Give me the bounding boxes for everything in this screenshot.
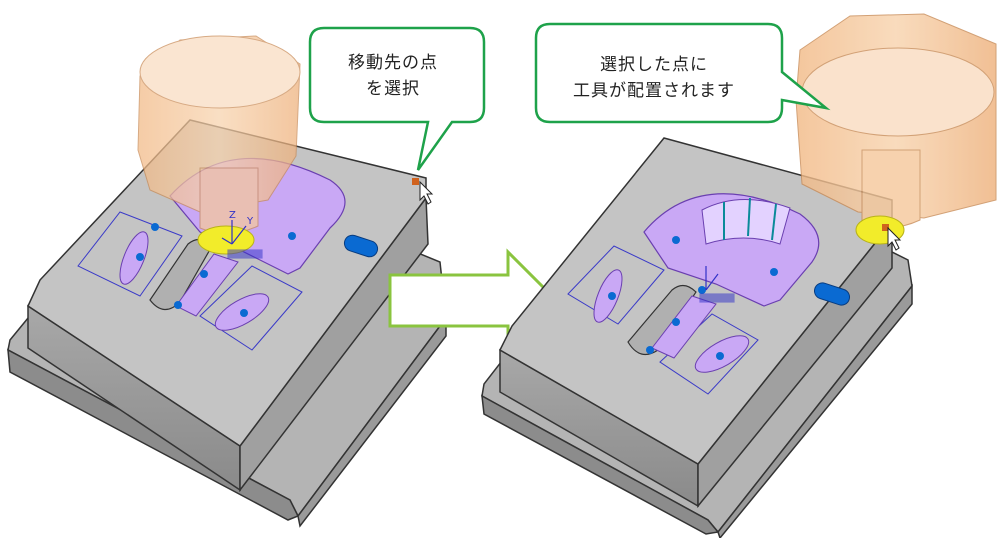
pin — [770, 268, 778, 276]
callout-before-text: 移動先の点 を選択 — [318, 50, 468, 102]
pin — [151, 223, 159, 231]
tool-before — [137, 35, 301, 234]
pin — [646, 346, 654, 354]
pin — [288, 232, 296, 240]
pin — [716, 352, 724, 360]
cavity-left — [119, 231, 149, 285]
pin — [200, 270, 208, 278]
callout-after-line1: 選択した点に — [600, 55, 708, 75]
pin — [608, 292, 616, 300]
mold-model-after — [481, 13, 997, 538]
tool-after — [795, 13, 997, 228]
pin — [672, 318, 680, 326]
mold-model-before: Z Y — [7, 35, 447, 528]
slider-pin — [813, 282, 851, 306]
callout-after-line2: 工具が配置されます — [573, 81, 735, 101]
pin — [698, 286, 706, 294]
callout-before-line1: 移動先の点 — [348, 53, 438, 73]
axis-label-z: Z — [229, 210, 236, 221]
slider-pin — [343, 234, 379, 258]
callout-before — [308, 26, 486, 171]
pin — [240, 309, 248, 317]
mouse-cursor-icon — [887, 226, 902, 251]
mouse-cursor-icon — [419, 180, 434, 205]
callout-after — [534, 22, 831, 124]
coordinate-system-icon — [221, 220, 263, 259]
axis-label-y: Y — [246, 216, 254, 227]
pin — [174, 301, 182, 309]
callout-before-line2: を選択 — [366, 79, 420, 99]
callout-after-text: 選択した点に 工具が配置されます — [540, 52, 768, 104]
selected-point-marker[interactable] — [882, 224, 889, 231]
coordinate-system-icon — [699, 266, 735, 303]
pin — [136, 253, 144, 261]
selected-point-marker[interactable] — [412, 178, 419, 185]
pin — [672, 236, 680, 244]
